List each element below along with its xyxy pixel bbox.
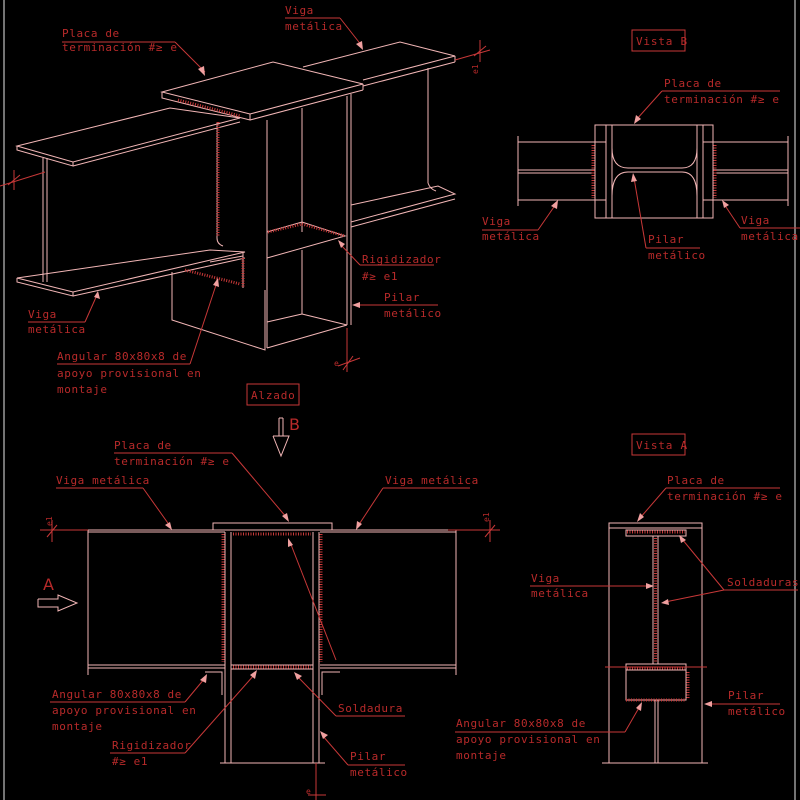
dim-e1-iso-right: e1 — [471, 64, 480, 74]
alzado-title-box — [246, 383, 300, 406]
vista-a-pilar-label-1: Pilar — [728, 689, 764, 702]
iso-angular-label-2: apoyo provisional en — [57, 367, 201, 380]
view-a-marker-letter: A — [43, 575, 54, 594]
alzado-viga-left-label: Viga metálica — [56, 474, 150, 487]
vista-b-viga-right-label-1: Viga — [741, 214, 770, 227]
alzado-angular-label-2: apoyo provisional en — [52, 704, 196, 717]
vista-b-pilar-label-2: metálico — [648, 249, 706, 262]
iso-viga-top-label-2: metálica — [285, 20, 343, 33]
vista-a-viga-label-1: Viga — [531, 572, 560, 585]
iso-viga-top-label-1: Viga — [285, 4, 314, 17]
dim-e-iso: e — [334, 359, 339, 368]
vista-b-title-box — [631, 29, 686, 52]
vista-a-title: Vista A — [636, 439, 688, 452]
vista-a-beam-top-flange — [625, 529, 687, 537]
stiffener-iso — [266, 221, 347, 259]
alzado-placa-label-2: terminación #≥ e — [114, 455, 230, 468]
alzado-angular-label-3: montaje — [52, 720, 103, 733]
alzado-pilar-label-2: metálico — [350, 766, 408, 779]
alzado-rigidizador-label-2: #≥ e1 — [112, 755, 148, 768]
vista-b-end-plate — [594, 124, 714, 219]
view-b-direction-arrow: B — [272, 415, 300, 458]
view-b-marker-letter: B — [289, 415, 300, 434]
isometric-view: e1 e Placa de terminación #≥ e Viga metá… — [0, 4, 491, 396]
right-beam-top-flange — [302, 41, 456, 81]
alzado-pilar-label-1: Pilar — [350, 750, 386, 763]
alzado-angle-left — [205, 671, 223, 695]
vista-b-viga-left-label-2: metálica — [482, 230, 540, 243]
dim-e1-alzado-right: e1 — [482, 512, 491, 522]
iso-viga-left-label-1: Viga — [28, 308, 57, 321]
arrowhead — [198, 66, 205, 76]
alzado-title: Alzado — [251, 389, 296, 402]
dim-e-alzado: e — [306, 787, 311, 796]
vista-b-placa-label-2: terminación #≥ e — [664, 93, 780, 106]
iso-angular-label-1: Angular 80x80x8 de — [57, 350, 187, 363]
iso-placa-label-1: Placa de — [62, 27, 120, 40]
view-a-direction-arrow: A — [37, 575, 79, 612]
alzado-end-plate — [212, 522, 333, 531]
alzado-rigidizador-label-1: Rigidizador — [112, 739, 191, 752]
left-beam-bottom-flange — [16, 249, 246, 293]
iso-rigidizador-label-2: #≥ e1 — [362, 270, 398, 283]
vista-b-title: Vista B — [636, 35, 688, 48]
vista-a-soldaduras-label: Soldaduras — [727, 576, 799, 589]
vista-a-title-box — [631, 433, 686, 456]
alzado-viga-right-label: Viga metálica — [385, 474, 479, 487]
alzado-soldadura-label: Soldadura — [338, 702, 403, 715]
iso-pilar-label-2: metálico — [384, 307, 442, 320]
iso-viga-left-label-2: metálica — [28, 323, 86, 336]
vista-a-pilar-label-2: metálico — [728, 705, 786, 718]
iso-angular-label-3: montaje — [57, 383, 108, 396]
vista-a-placa-label-1: Placa de — [667, 474, 725, 487]
vista-b-viga-right-label-2: metálica — [741, 230, 799, 243]
vista-a-placa-label-2: terminación #≥ e — [667, 490, 783, 503]
alzado-angular-label-1: Angular 80x80x8 de — [52, 688, 182, 701]
alzado-view: e1 e1 e A Placa de terminación #≥ e Viga… — [37, 439, 500, 800]
vista-b-placa-label-1: Placa de — [664, 77, 722, 90]
vista-b-pilar-label-1: Pilar — [648, 233, 684, 246]
vista-b-viga-left-label-1: Viga — [482, 215, 511, 228]
iso-placa-label-2: terminación #≥ e — [62, 41, 178, 54]
iso-pilar-label-1: Pilar — [384, 291, 420, 304]
vista-b-view: Vista B Placa de terminación #≥ e — [482, 29, 800, 262]
iso-rigidizador-label-1: Rigidizador — [362, 253, 441, 266]
right-beam-bottom-flange — [350, 185, 457, 223]
vista-a-angular-label-2: apoyo provisional en — [456, 733, 600, 746]
alzado-angle-right — [321, 671, 340, 695]
vista-a-angular-label-1: Angular 80x80x8 de — [456, 717, 586, 730]
vista-a-view: Vista A Placa de terminación #≥ e Viga m… — [448, 433, 799, 764]
vista-a-angular-label-3: montaje — [456, 749, 507, 762]
angle-support-iso — [171, 272, 266, 351]
vista-a-viga-label-2: metálica — [531, 587, 589, 600]
dim-e1-alzado-left: e1 — [45, 516, 54, 526]
left-beam-top-flange-edge — [16, 146, 74, 167]
alzado-placa-label-1: Placa de — [114, 439, 172, 452]
